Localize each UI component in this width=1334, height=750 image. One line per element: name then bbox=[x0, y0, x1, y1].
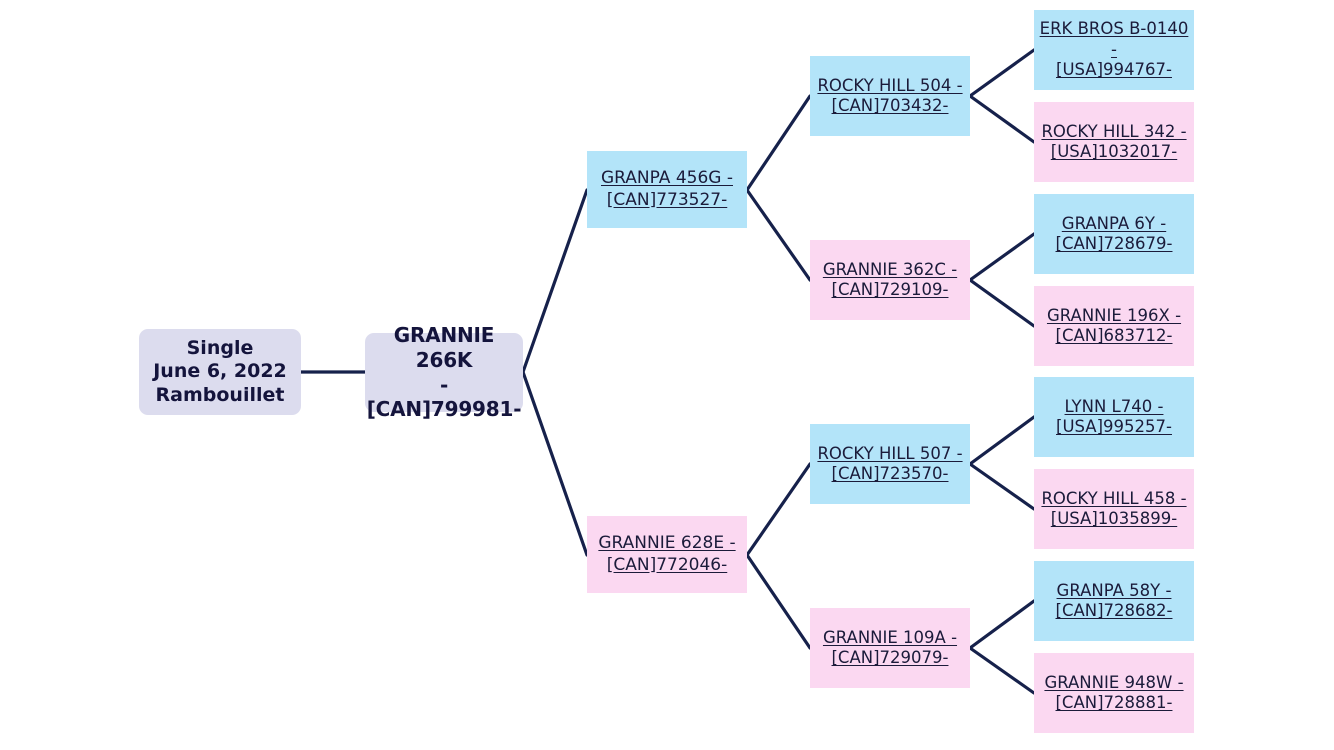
generation4-node-3-text: GRANPA 6Y - [CAN]728679- bbox=[1055, 213, 1173, 253]
generation4-node-8[interactable]: GRANNIE 948W - [CAN]728881- bbox=[1034, 653, 1194, 733]
generation4-node-6-text: ROCKY HILL 458 - [USA]1035899- bbox=[1041, 488, 1187, 528]
info-card: Single June 6, 2022 Rambouillet bbox=[139, 329, 301, 415]
generation4-node-6[interactable]: ROCKY HILL 458 - [USA]1035899- bbox=[1034, 469, 1194, 549]
edge-g2sire-to-g3dam bbox=[745, 188, 812, 282]
generation4-node-3[interactable]: GRANPA 6Y - [CAN]728679- bbox=[1034, 194, 1194, 274]
generation4-node-7-text: GRANPA 58Y - [CAN]728682- bbox=[1055, 580, 1173, 620]
generation3-node-2[interactable]: GRANNIE 362C - [CAN]729109- bbox=[810, 240, 970, 320]
edge-g2sire-to-g3sire bbox=[745, 94, 812, 192]
edge-subject-to-sire bbox=[521, 188, 589, 374]
edge-g3d-to-g4h bbox=[968, 646, 1036, 695]
generation4-node-7[interactable]: GRANPA 58Y - [CAN]728682- bbox=[1034, 561, 1194, 641]
generation4-node-4-text: GRANNIE 196X - [CAN]683712- bbox=[1046, 305, 1182, 345]
info-card-text: Single June 6, 2022 Rambouillet bbox=[153, 336, 287, 406]
generation2-node-sire[interactable]: GRANPA 456G - [CAN]773527- bbox=[587, 151, 747, 228]
generation2-node-dam[interactable]: GRANNIE 628E - [CAN]772046- bbox=[587, 516, 747, 593]
subject-node[interactable]: GRANNIE 266K -[CAN]799981- bbox=[365, 323, 523, 421]
generation4-node-2[interactable]: ROCKY HILL 342 - [USA]1032017- bbox=[1034, 102, 1194, 182]
generation3-node-4-text: GRANNIE 109A - [CAN]729079- bbox=[822, 627, 958, 667]
generation4-node-1-text: ERK BROS B-0140 - [USA]994767- bbox=[1039, 19, 1189, 80]
generation3-node-1-text: ROCKY HILL 504 - [CAN]703432- bbox=[817, 75, 963, 115]
generation3-node-4[interactable]: GRANNIE 109A - [CAN]729079- bbox=[810, 608, 970, 688]
generation3-node-3-text: ROCKY HILL 507 - [CAN]723570- bbox=[817, 443, 963, 483]
generation3-node-2-text: GRANNIE 362C - [CAN]729109- bbox=[822, 259, 958, 299]
edge-g3a-to-g4b bbox=[968, 94, 1036, 144]
subject-node-text: GRANNIE 266K -[CAN]799981- bbox=[366, 322, 522, 422]
edge-g2dam-to-g3sire bbox=[745, 462, 812, 557]
generation3-node-1[interactable]: ROCKY HILL 504 - [CAN]703432- bbox=[810, 56, 970, 136]
generation2-node-dam-text: GRANNIE 628E - [CAN]772046- bbox=[598, 533, 736, 575]
generation4-node-5-text: LYNN L740 - [USA]995257- bbox=[1056, 396, 1172, 436]
generation4-node-5[interactable]: LYNN L740 - [USA]995257- bbox=[1034, 377, 1194, 457]
edge-g3b-to-g4c bbox=[968, 232, 1036, 282]
edge-g3c-to-g4f bbox=[968, 462, 1036, 511]
generation4-node-8-text: GRANNIE 948W - [CAN]728881- bbox=[1044, 672, 1184, 712]
generation3-node-3[interactable]: ROCKY HILL 507 - [CAN]723570- bbox=[810, 424, 970, 504]
generation2-node-sire-text: GRANPA 456G - [CAN]773527- bbox=[601, 168, 733, 210]
edge-g2dam-to-g3dam bbox=[745, 553, 812, 650]
generation4-node-2-text: ROCKY HILL 342 - [USA]1032017- bbox=[1041, 121, 1187, 161]
edge-g3b-to-g4d bbox=[968, 278, 1036, 328]
edge-g3c-to-g4e bbox=[968, 415, 1036, 466]
generation4-node-1[interactable]: ERK BROS B-0140 - [USA]994767- bbox=[1034, 10, 1194, 90]
edge-g3d-to-g4g bbox=[968, 599, 1036, 650]
generation4-node-4[interactable]: GRANNIE 196X - [CAN]683712- bbox=[1034, 286, 1194, 366]
edge-g3a-to-g4a bbox=[968, 48, 1036, 98]
edge-subject-to-dam bbox=[521, 370, 589, 557]
